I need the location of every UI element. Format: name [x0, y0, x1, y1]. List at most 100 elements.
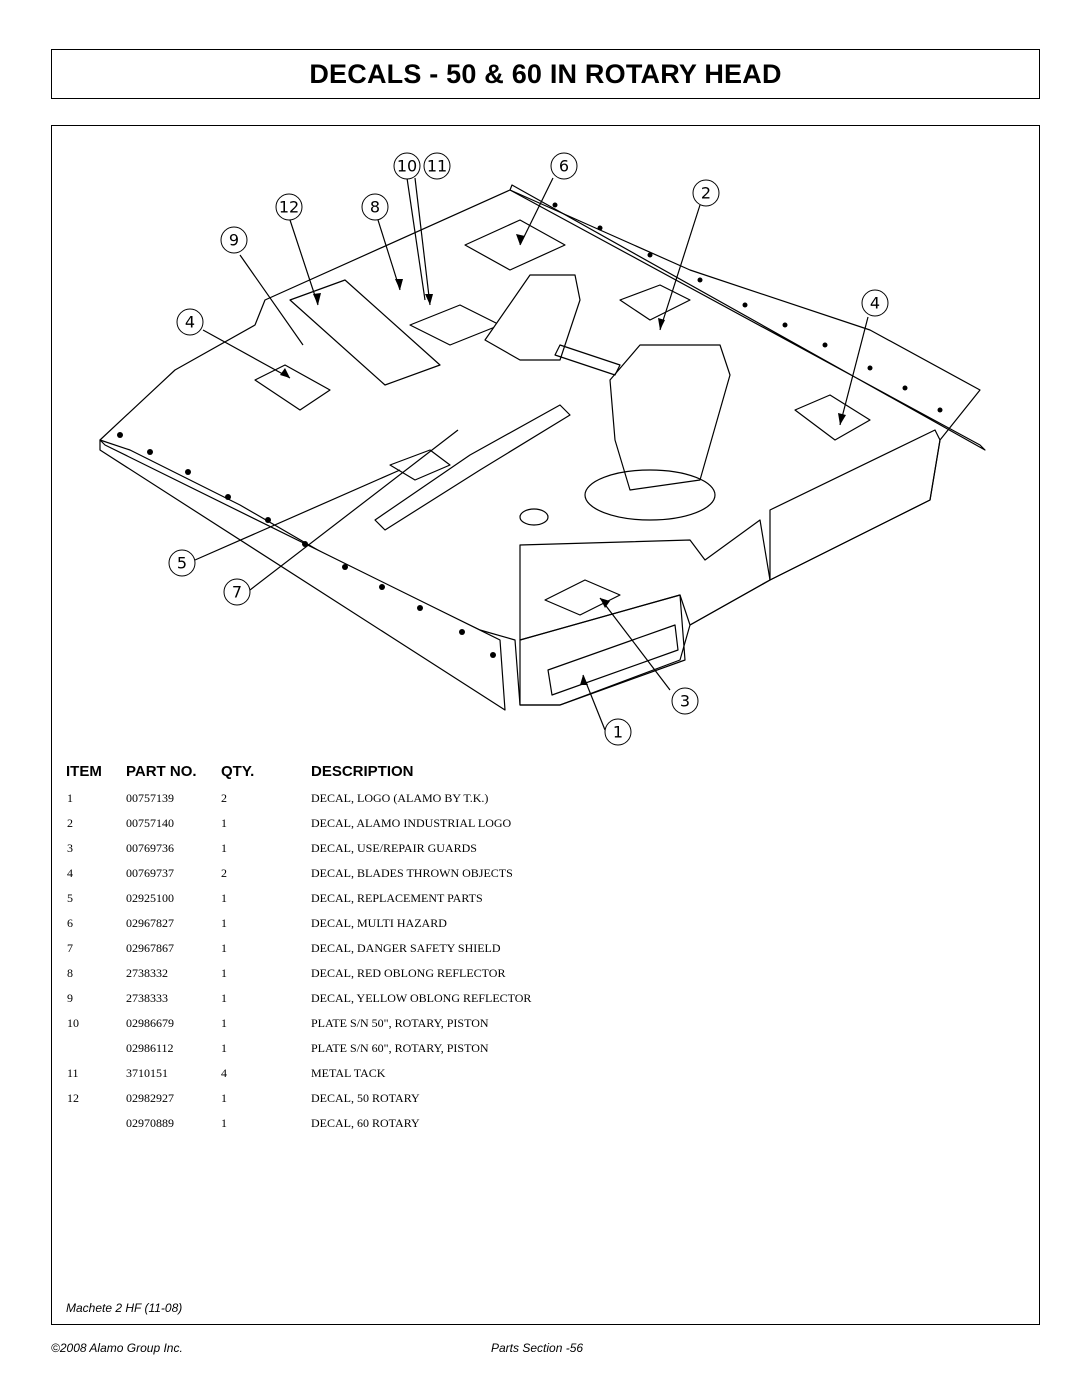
callout-circle	[220, 226, 248, 254]
cell-item: 2	[67, 816, 73, 830]
cell-part-no: 3710151	[126, 1066, 168, 1080]
footer-model: Machete 2 HF (11-08)	[66, 1301, 183, 1315]
cell-qty: 1	[221, 1091, 227, 1105]
cell-part-no: 00769736	[126, 841, 174, 855]
header-description: DESCRIPTION	[311, 763, 414, 780]
cell-qty: 2	[221, 791, 227, 805]
header-part-no: PART NO.	[126, 763, 197, 780]
callout-circle	[604, 718, 632, 746]
footer-copyright: ©2008 Alamo Group Inc.	[51, 1341, 183, 1355]
cell-item: 9	[67, 991, 73, 1005]
table-row: 1 00757139 2 DECAL, LOGO (ALAMO BY T.K.)	[0, 791, 1080, 816]
callout-5: 5	[177, 554, 187, 573]
cell-description: METAL TACK	[311, 1066, 386, 1080]
callout-1: 1	[613, 723, 623, 742]
table-row: 6 02967827 1 DECAL, MULTI HAZARD	[0, 916, 1080, 941]
callout-circle	[393, 152, 421, 180]
title-box: DECALS - 50 & 60 IN ROTARY HEAD	[51, 49, 1040, 99]
callout-9: 9	[229, 231, 239, 250]
table-row: 11 3710151 4 METAL TACK	[0, 1066, 1080, 1091]
callout-6: 6	[559, 157, 569, 176]
callout-circle	[361, 193, 389, 221]
rear-rail	[509, 184, 986, 451]
table-row: 12 02982927 1 DECAL, 50 ROTARY	[0, 1091, 1080, 1116]
cell-description: DECAL, LOGO (ALAMO BY T.K.)	[311, 791, 489, 805]
cell-part-no: 00757139	[126, 791, 174, 805]
decal-plate-alamo	[619, 284, 691, 321]
callout-7: 7	[232, 583, 242, 602]
cell-description: DECAL, BLADES THROWN OBJECTS	[311, 866, 513, 880]
footer-page-number: Parts Section -56	[491, 1341, 584, 1355]
cell-item: 11	[67, 1066, 79, 1080]
decal-plate-right	[794, 394, 871, 441]
cell-part-no: 02986112	[126, 1041, 174, 1055]
cell-part-no: 00757140	[126, 816, 174, 830]
callout-circle	[223, 578, 251, 606]
cell-part-no: 02982927	[126, 1091, 174, 1105]
cell-description: PLATE S/N 50", ROTARY, PISTON	[311, 1016, 489, 1030]
page-title: DECALS - 50 & 60 IN ROTARY HEAD	[309, 58, 782, 89]
cell-qty: 1	[221, 891, 227, 905]
callout-2: 2	[701, 184, 711, 203]
cell-item: 1	[67, 791, 73, 805]
cell-qty: 4	[221, 1066, 227, 1080]
right-skirt	[769, 429, 941, 581]
header-item: ITEM	[66, 763, 102, 780]
front-skirt	[99, 439, 506, 711]
cell-description: DECAL, ALAMO INDUSTRIAL LOGO	[311, 816, 512, 830]
gearbox-right	[609, 344, 731, 491]
cell-item: 3	[67, 841, 73, 855]
callout-circle	[671, 687, 699, 715]
cell-description: DECAL, 60 ROTARY	[311, 1116, 420, 1130]
cell-item: 6	[67, 916, 73, 930]
callout-3: 3	[680, 692, 690, 711]
raised-channel	[519, 519, 771, 641]
cell-item: 8	[67, 966, 73, 980]
cell-description: DECAL, USE/REPAIR GUARDS	[311, 841, 477, 855]
deck-hole	[519, 508, 549, 526]
cell-qty: 1	[221, 1041, 227, 1055]
cell-description: DECAL, YELLOW OBLONG REFLECTOR	[311, 991, 532, 1005]
callout-11: 11	[427, 157, 447, 176]
cell-part-no: 00769737	[126, 866, 174, 880]
cell-part-no: 2738332	[126, 966, 168, 980]
cell-description: DECAL, REPLACEMENT PARTS	[311, 891, 483, 905]
header-qty: QTY.	[221, 763, 255, 780]
decal-plate-multi-hazard	[464, 219, 566, 271]
callout-circle	[176, 308, 204, 336]
callout-4-left: 4	[185, 313, 195, 332]
table-row: 5 02925100 1 DECAL, REPLACEMENT PARTS	[0, 891, 1080, 916]
cell-part-no: 02967827	[126, 916, 174, 930]
cell-qty: 1	[221, 941, 227, 955]
cell-qty: 1	[221, 966, 227, 980]
decal-plate-left	[254, 364, 331, 411]
callout-circle	[692, 179, 720, 207]
cell-description: DECAL, 50 ROTARY	[311, 1091, 420, 1105]
cell-item: 5	[67, 891, 73, 905]
callout-circle	[550, 152, 578, 180]
hydraulic-cylinder	[374, 404, 571, 531]
cell-qty: 1	[221, 1016, 227, 1030]
decal-plate-front	[544, 579, 621, 616]
edge-bolts	[117, 202, 943, 658]
cell-description: DECAL, MULTI HAZARD	[311, 916, 447, 930]
cell-part-no: 2738333	[126, 991, 168, 1005]
cell-part-no: 02925100	[126, 891, 174, 905]
cell-item: 12	[67, 1091, 79, 1105]
callout-8: 8	[370, 198, 380, 217]
cell-description: DECAL, DANGER SAFETY SHIELD	[311, 941, 501, 955]
cell-part-no: 02970889	[126, 1116, 174, 1130]
cell-qty: 1	[221, 1116, 227, 1130]
cell-part-no: 02967867	[126, 941, 174, 955]
callout-circle	[423, 152, 451, 180]
drive-shaft	[554, 344, 621, 376]
cell-qty: 1	[221, 816, 227, 830]
cell-qty: 1	[221, 916, 227, 930]
callout-circle	[861, 289, 889, 317]
decal-plate-center	[389, 449, 451, 481]
